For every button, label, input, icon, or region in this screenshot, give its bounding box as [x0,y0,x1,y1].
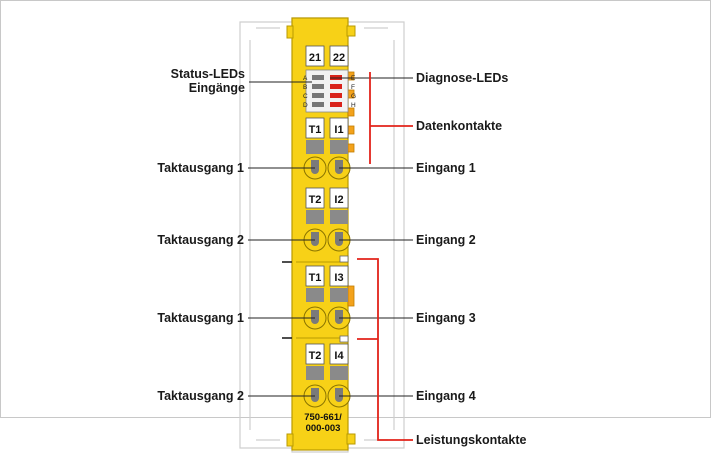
terminal-group-4: T2 I4 [303,343,351,408]
label-input-1: Eingang 1 [416,161,476,175]
red-leader-lines [357,72,413,441]
led-row-label-b: B [303,84,307,91]
led-row-label-h: H [351,102,356,109]
led-row-label-c: C [303,93,308,100]
label-clock-output-1-lower: Taktausgang 1 [157,311,244,325]
led-panel: A B C D E F G H [303,69,356,113]
part-number-line-2: 000-003 [306,423,341,434]
part-number-line-1: 750-661/ [304,412,342,423]
label-input-4: Eingang 4 [416,389,476,403]
led-row-label-d: D [303,102,308,109]
terminal-label-t2: T2 [309,194,322,206]
led-row-label-f: F [351,84,355,91]
leader-lines [248,77,413,397]
label-diagnose-leds: Diagnose-LEDs [416,71,509,85]
label-clock-output-1: Taktausgang 1 [157,161,244,175]
terminal-label-t1-lower: T1 [309,272,322,284]
terminal-group-1: T1 I1 [303,117,351,180]
terminal-label-i1: I1 [334,124,343,136]
led-row-label-a: A [303,75,308,82]
label-clock-output-2: Taktausgang 2 [157,233,244,247]
terminal-group-3: T1 I3 [303,265,351,330]
terminal-label-i4: I4 [334,350,344,362]
part-number: 750-661/ 000-003 [304,412,342,434]
channel-number-boxes: 21 22 [305,45,349,67]
diagram-frame [0,0,711,418]
label-status-leds-line2: Eingänge [188,81,245,95]
label-input-2: Eingang 2 [416,233,476,247]
label-status-leds: Status-LEDs Eingänge [150,67,245,95]
label-status-leds-line1: Status-LEDs [170,67,245,81]
terminal-label-i2: I2 [334,194,343,206]
channel-number-21: 21 [309,52,321,64]
label-data-contacts: Datenkontakte [416,119,503,133]
status-leds [312,75,324,107]
terminal-label-t1: T1 [309,124,322,136]
led-row-label-g: G [351,93,356,100]
label-input-3: Eingang 3 [416,311,476,325]
channel-number-22: 22 [333,52,345,64]
terminal-label-i3: I3 [334,272,343,284]
terminal-label-t2-lower: T2 [309,350,322,362]
label-power-contacts: Leistungskontakte [416,433,527,447]
label-clock-output-2-lower: Taktausgang 2 [157,389,244,403]
